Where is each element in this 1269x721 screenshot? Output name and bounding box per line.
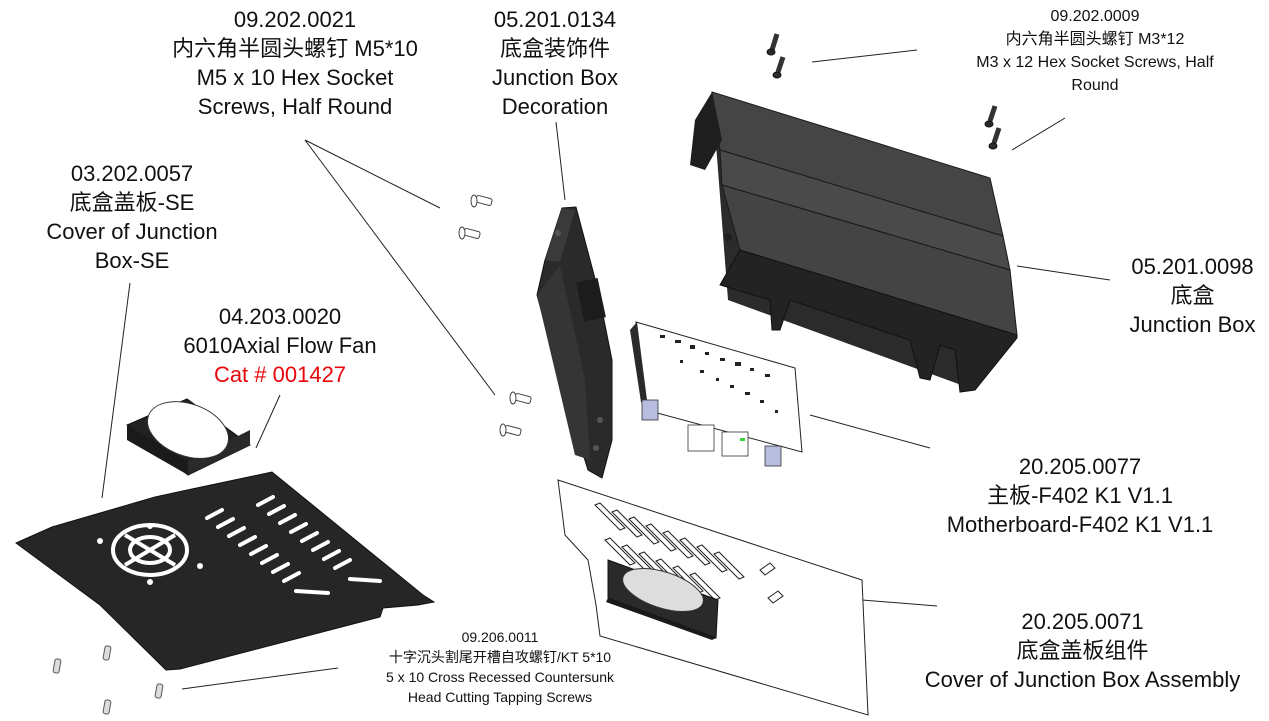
- leader-hex-m5-b: [304, 139, 496, 396]
- part-number: 09.206.0011: [461, 629, 539, 645]
- part-name-en: M5 x 10 Hex Socket: [196, 65, 394, 90]
- callout-cover-se: 03.202.0057 底盒盖板-SE Cover of Junction Bo…: [22, 159, 242, 275]
- m3-screw: [988, 127, 1002, 150]
- leader-hex-m3-b: [1011, 117, 1066, 151]
- callout-cover-assembly: 20.205.0071 底盒盖板组件 Cover of Junction Box…: [900, 607, 1265, 694]
- part-name-en: 5 x 10 Cross Recessed Countersunk: [386, 669, 614, 685]
- part-number: 20.205.0071: [1021, 609, 1144, 634]
- part-name-cn: 内六角半圆头螺钉 M5*10: [172, 36, 418, 61]
- junction-box-part: [690, 91, 1018, 393]
- leader-lines: [101, 49, 1111, 690]
- tapping-screw: [52, 658, 62, 674]
- leader-hex-m3-a: [811, 49, 918, 63]
- callout-hex-m5: 09.202.0021 内六角半圆头螺钉 M5*10 M5 x 10 Hex S…: [150, 5, 440, 121]
- tapping-screw: [102, 645, 112, 661]
- leader-junction-box: [1016, 265, 1111, 281]
- part-name-cn: 底盒: [1170, 283, 1215, 308]
- part-number: 09.202.0021: [233, 7, 357, 32]
- cover-se-part: [15, 471, 436, 671]
- part-name-cn: 底盒盖板-SE: [69, 190, 195, 215]
- part-name-en: Decoration: [501, 94, 609, 119]
- leader-hex-m5-a: [304, 139, 441, 209]
- callout-junction-box: 05.201.0098 底盒 Junction Box: [1115, 252, 1269, 339]
- catalog-number: Cat # 001427: [213, 362, 347, 387]
- leader-cover-assembly: [861, 599, 938, 607]
- tapping-screws-part: [52, 645, 164, 715]
- part-name-en: Box-SE: [94, 248, 170, 273]
- part-name-cn: 十字沉头割尾开槽自攻螺钉/KT 5*10: [388, 649, 612, 665]
- part-number: 05.201.0134: [493, 7, 617, 32]
- m5-screw: [470, 194, 493, 208]
- part-number: 20.205.0077: [1018, 454, 1142, 479]
- part-name-en: Junction Box: [492, 65, 618, 90]
- part-name-en: Motherboard-F402 K1 V1.1: [946, 512, 1214, 537]
- m3-screw: [766, 33, 780, 56]
- m3-screws: [766, 33, 1002, 150]
- part-name-cn: 内六角半圆头螺钉 M3*12: [1005, 31, 1185, 48]
- part-name-en: Head Cutting Tapping Screws: [407, 689, 593, 705]
- leader-cover-se: [101, 282, 131, 499]
- tapping-screw: [102, 699, 112, 715]
- part-name-en: Junction Box: [1129, 312, 1256, 337]
- cover-assembly-part: [557, 479, 869, 716]
- m3-screw: [984, 105, 998, 128]
- leader-tapping-screws: [181, 667, 339, 690]
- callout-decoration: 05.201.0134 底盒装饰件 Junction Box Decoratio…: [470, 5, 640, 121]
- part-name-en: Cover of Junction Box Assembly: [924, 667, 1241, 692]
- callout-fan: 04.203.0020 6010Axial Flow Fan Cat # 001…: [165, 302, 395, 389]
- cover-se-vents: [205, 495, 382, 595]
- part-number: 04.203.0020: [218, 304, 342, 329]
- part-name-en: 6010Axial Flow Fan: [183, 333, 377, 358]
- part-number: 09.202.0009: [1050, 8, 1140, 25]
- leader-decoration: [555, 121, 566, 201]
- callout-motherboard: 20.205.0077 主板-F402 K1 V1.1 Motherboard-…: [925, 452, 1235, 539]
- part-number: 03.202.0057: [70, 161, 194, 186]
- part-number: 05.201.0098: [1131, 254, 1254, 279]
- part-name-en: M3 x 12 Hex Socket Screws, Half: [976, 54, 1214, 71]
- cover-assembly-fan: [606, 559, 719, 640]
- tapping-screw: [154, 683, 164, 699]
- part-name-cn: 底盒装饰件: [499, 36, 610, 61]
- part-name-en: Round: [1071, 77, 1119, 94]
- leader-fan: [255, 394, 281, 449]
- part-name-cn: 底盒盖板组件: [1016, 638, 1149, 663]
- m5-screw: [499, 423, 522, 437]
- fan-part: [126, 398, 251, 476]
- m3-screw: [772, 56, 786, 79]
- m5-screw: [509, 391, 532, 405]
- part-name-en: Cover of Junction: [46, 219, 218, 244]
- decoration-part: [536, 206, 613, 479]
- callout-tapping-screws: 09.206.0011 十字沉头割尾开槽自攻螺钉/KT 5*10 5 x 10 …: [355, 627, 645, 707]
- callout-hex-m3: 09.202.0009 内六角半圆头螺钉 M3*12 M3 x 12 Hex S…: [945, 5, 1245, 97]
- part-name-en: Screws, Half Round: [197, 94, 393, 119]
- motherboard-part: [630, 321, 803, 467]
- m5-screw: [458, 226, 481, 240]
- part-name-cn: 主板-F402 K1 V1.1: [987, 483, 1173, 508]
- leader-motherboard: [809, 414, 931, 449]
- m5-screws: [458, 194, 532, 437]
